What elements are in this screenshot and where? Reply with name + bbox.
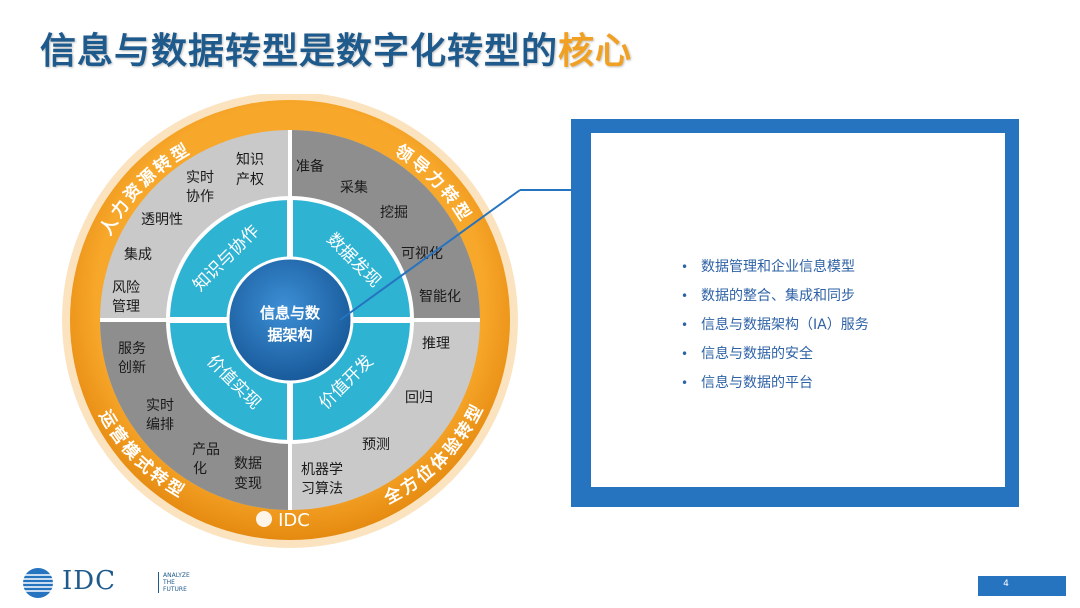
center-label-1: 信息与数: [260, 304, 321, 322]
tagline-line: FUTURE: [163, 586, 187, 593]
page-number: 4: [1003, 579, 1009, 589]
logo-tagline: ANALYZE THE FUTURE: [158, 572, 213, 593]
slide-title: 信息与数据转型是数字化转型的核心: [40, 31, 633, 72]
tagline-line: THE: [163, 579, 175, 586]
wheel-watermark-logo: IDC: [256, 510, 310, 531]
bullet-item: 数据的整合、集成和同步: [675, 282, 1005, 311]
item-bl-5: 化: [193, 461, 207, 477]
globe-icon: [22, 568, 54, 598]
item-tl-0: 知识: [236, 151, 264, 168]
detail-panel-content: 数据管理和企业信息模型 数据的整合、集成和同步 信息与数据架构（IA）服务 信息…: [591, 133, 1005, 487]
page-number-bar: 4: [978, 576, 1066, 596]
item-tr-3: 可视化: [401, 246, 443, 262]
bullet-item: 信息与数据的平台: [675, 369, 1005, 398]
wheel-watermark-text: IDC: [278, 510, 310, 531]
item-tl-3: 协作: [186, 189, 214, 205]
item-br-3: 机器学: [301, 462, 343, 478]
item-br-2: 预测: [362, 437, 390, 453]
item-bl-6: 数据: [234, 456, 262, 472]
bullet-list: 数据管理和企业信息模型 数据的整合、集成和同步 信息与数据架构（IA）服务 信息…: [675, 253, 1005, 398]
item-tr-0: 准备: [296, 158, 324, 175]
item-br-1: 回归: [405, 389, 433, 406]
item-tl-2: 实时: [186, 170, 214, 186]
title-accent: 核心: [558, 31, 633, 72]
item-bl-2: 实时: [146, 398, 174, 414]
logo-text: IDC: [62, 566, 117, 596]
tagline-line: ANALYZE: [163, 572, 190, 579]
item-tr-2: 挖掘: [380, 205, 408, 221]
center-label-2: 据架构: [267, 326, 312, 344]
item-bl-3: 编排: [146, 417, 174, 433]
item-tr-4: 智能化: [419, 289, 461, 305]
item-br-4: 习算法: [301, 481, 343, 497]
bullet-item: 数据管理和企业信息模型: [675, 253, 1005, 282]
item-bl-0: 服务: [118, 341, 146, 357]
bullet-item: 信息与数据的安全: [675, 340, 1005, 369]
item-bl-4: 产品: [192, 442, 220, 458]
item-tl-5: 集成: [124, 246, 152, 263]
item-tl-1: 产权: [236, 172, 264, 188]
item-tl-4: 透明性: [141, 212, 183, 228]
item-tr-1: 采集: [340, 179, 368, 196]
item-bl-7: 变现: [234, 476, 262, 492]
bullet-item: 信息与数据架构（IA）服务: [675, 311, 1005, 340]
idc-logo: IDC ANALYZE THE FUTURE: [18, 566, 218, 600]
transformation-wheel: 信息与数 据架构 知识与协作 数据发现 价值实现 价值开发 知识 产权 实时 协…: [62, 94, 518, 548]
item-tl-7: 管理: [112, 299, 140, 315]
item-br-0: 推理: [422, 336, 450, 352]
item-tl-6: 风险: [112, 280, 140, 296]
detail-panel: 数据管理和企业信息模型 数据的整合、集成和同步 信息与数据架构（IA）服务 信息…: [571, 119, 1019, 507]
item-bl-1: 创新: [118, 360, 146, 376]
